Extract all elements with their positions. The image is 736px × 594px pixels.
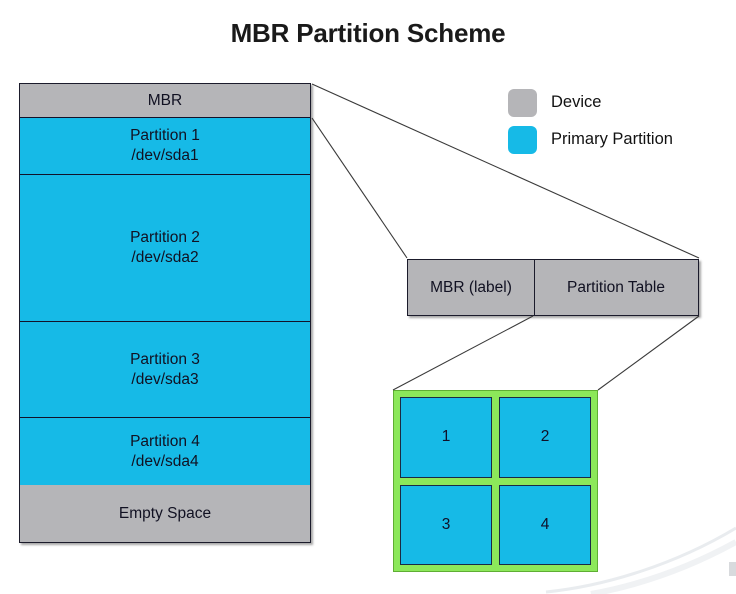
partition-table-entry-2-label: 2 — [540, 428, 550, 446]
device-row-partition-4-label: Partition 4 — [130, 432, 200, 450]
mbr-label-cell-text: MBR (label) — [430, 278, 512, 296]
partition-table-grid: 1 2 3 4 — [393, 390, 598, 572]
device-row-partition-4-path: /dev/sda4 — [131, 452, 199, 470]
device-row-partition-3-path: /dev/sda3 — [131, 370, 199, 388]
partition-table-entry-4[interactable]: 4 — [499, 484, 591, 565]
device-row-partition-2-path: /dev/sda2 — [131, 249, 199, 266]
partition-table-entry-3-label: 3 — [441, 515, 451, 533]
device-row-partition-1[interactable]: Partition 1 /dev/sda1 — [20, 117, 310, 174]
device-row-partition-3-label: Partition 3 — [130, 350, 200, 368]
partition-table-entry-4-label: 4 — [540, 515, 550, 533]
device-row-partition-4[interactable]: Partition 4 /dev/sda4 — [20, 417, 310, 485]
legend-swatch-device-icon — [508, 88, 537, 117]
partition-table-entry-3[interactable]: 3 — [400, 484, 492, 565]
partition-table-entry-1[interactable]: 1 — [400, 397, 492, 478]
legend-swatch-primary-partition-icon — [508, 125, 537, 154]
mbr-detail-box: MBR (label) Partition Table — [407, 259, 699, 316]
device-row-partition-1-path: /dev/sda1 — [131, 147, 199, 164]
legend-item-device: Device — [508, 84, 728, 121]
partition-table-entry-1-label: 1 — [441, 428, 451, 446]
device-row-empty-space-label: Empty Space — [118, 504, 212, 522]
partition-table-cell[interactable]: Partition Table — [534, 260, 697, 315]
device-row-partition-3[interactable]: Partition 3 /dev/sda3 — [20, 321, 310, 417]
device-row-empty-space[interactable]: Empty Space — [20, 485, 310, 542]
partition-table-entry-2[interactable]: 2 — [499, 397, 591, 478]
device-row-partition-2[interactable]: Partition 2 /dev/sda2 — [20, 174, 310, 321]
device-row-partition-1-label: Partition 1 — [130, 127, 200, 145]
legend: Device Primary Partition — [508, 84, 728, 158]
device-column: MBR Partition 1 /dev/sda1 Partition 2 /d… — [19, 83, 311, 543]
partition-table-cell-text: Partition Table — [567, 278, 665, 296]
mbr-label-cell[interactable]: MBR (label) — [408, 260, 534, 315]
legend-label-primary-partition: Primary Partition — [551, 130, 673, 148]
device-row-partition-2-label: Partition 2 — [130, 229, 200, 247]
page-title: MBR Partition Scheme — [230, 18, 506, 48]
legend-item-primary-partition: Primary Partition — [508, 121, 728, 158]
legend-label-device: Device — [551, 93, 602, 111]
device-row-mbr[interactable]: MBR — [20, 84, 310, 117]
device-row-mbr-label: MBR — [147, 91, 183, 109]
